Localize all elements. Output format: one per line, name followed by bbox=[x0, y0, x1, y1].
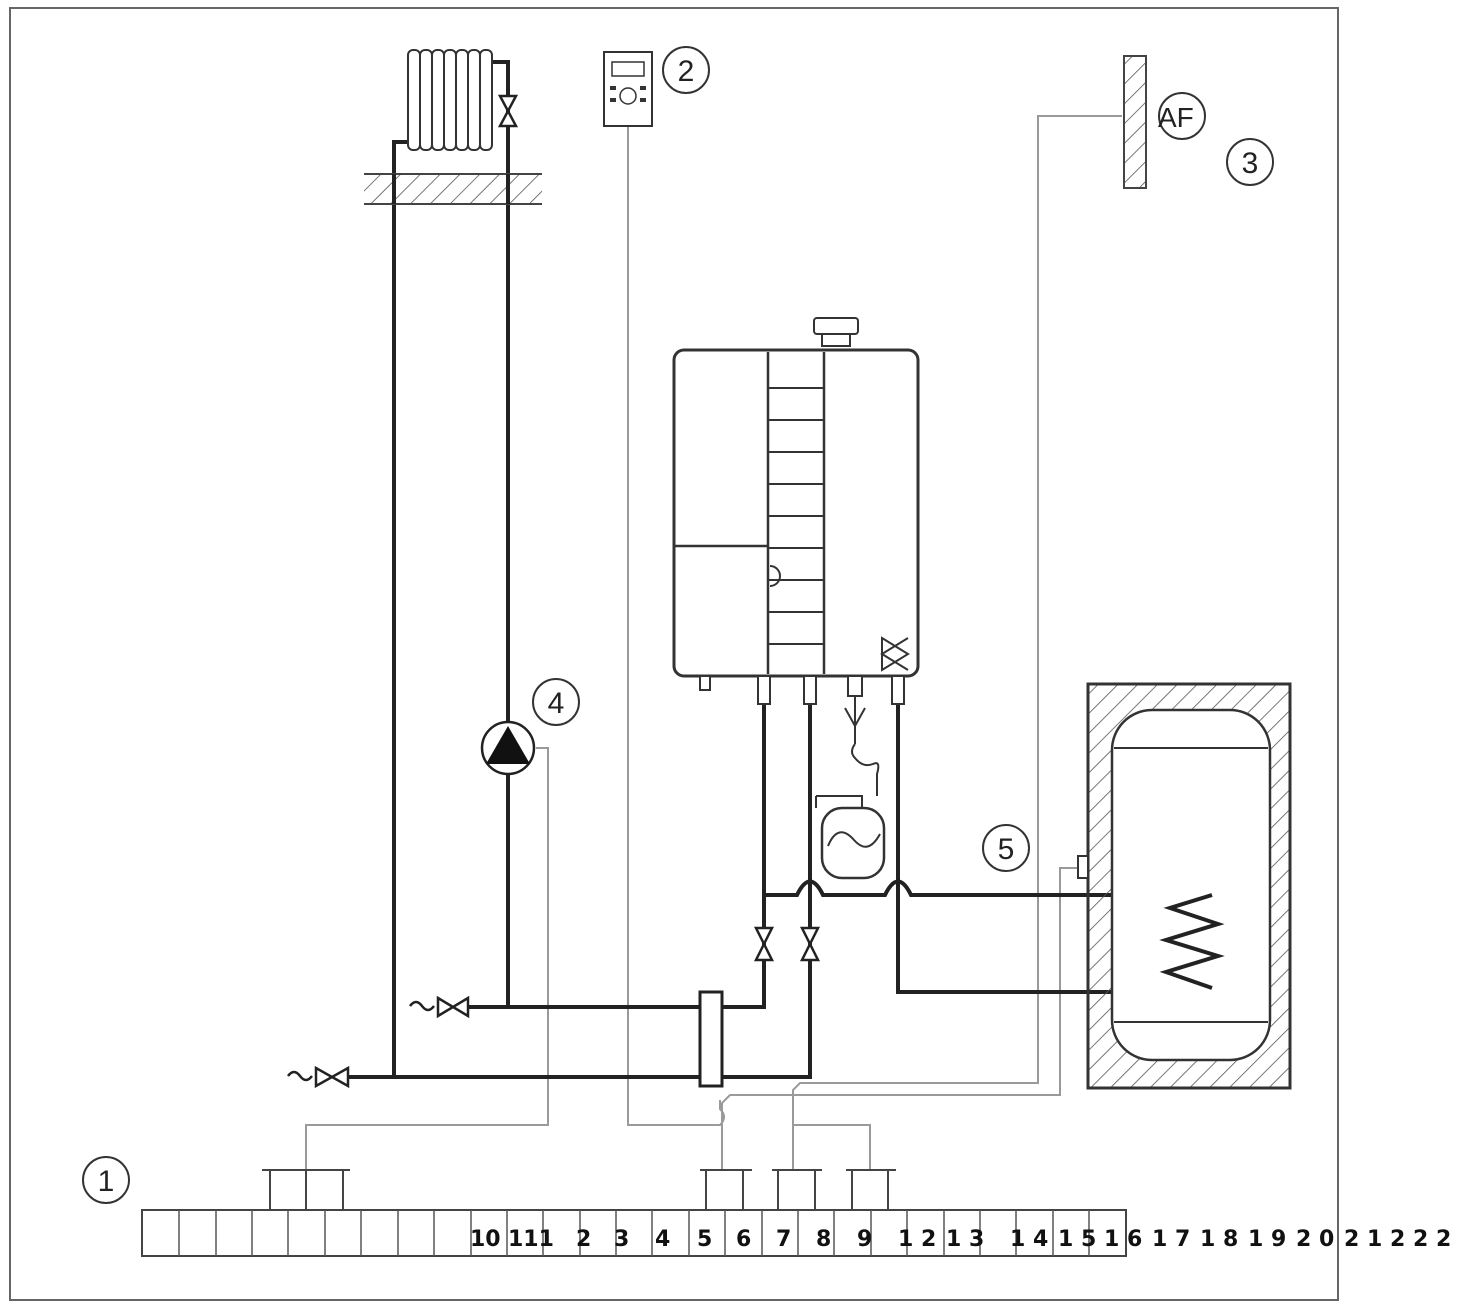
terminal-label: 10 bbox=[470, 1227, 501, 1252]
terminal-label: 2 2 bbox=[1390, 1227, 1428, 1252]
fill-valve-upper bbox=[436, 995, 470, 1019]
terminal-label: 1 2 bbox=[898, 1227, 936, 1252]
radiator-valve bbox=[497, 94, 519, 128]
floor-slab bbox=[364, 173, 542, 205]
terminal-label: 2 bbox=[576, 1227, 591, 1252]
wall-boiler bbox=[672, 317, 920, 796]
outdoor-sensor-label: AF bbox=[1158, 102, 1194, 133]
terminal-label: 4 bbox=[655, 1227, 670, 1252]
signal-wires bbox=[305, 115, 1122, 1170]
terminal-label: 2 1 bbox=[1344, 1227, 1382, 1252]
terminal-block: 10 111 2 3 4 5 6 7 8 9 1 2 1 3 1 4 1 5 1… bbox=[141, 1169, 1451, 1257]
tank-coil bbox=[1159, 893, 1225, 990]
outdoor-sensor-wire bbox=[792, 115, 1122, 1170]
svg-text:5: 5 bbox=[998, 833, 1015, 866]
terminal-label: 3 bbox=[614, 1227, 629, 1252]
tank-sensor bbox=[1077, 855, 1089, 879]
tank-sensor-wire bbox=[721, 867, 1085, 1170]
return-riser bbox=[392, 140, 408, 1077]
return-valve bbox=[799, 926, 821, 962]
callout-1: 1 bbox=[82, 1156, 130, 1204]
terminal-label: 2 bbox=[1436, 1227, 1451, 1252]
terminal-9-wire bbox=[793, 1124, 871, 1170]
pump-wire bbox=[305, 747, 549, 1170]
svg-text:2: 2 bbox=[678, 55, 695, 88]
svg-text:1: 1 bbox=[98, 1165, 115, 1198]
valves bbox=[314, 94, 821, 1089]
terminal-label: 7 bbox=[776, 1227, 791, 1252]
terminal-label: 2 0 bbox=[1296, 1227, 1334, 1252]
terminal-label: 1 7 bbox=[1152, 1227, 1190, 1252]
outdoor-sensor: AF bbox=[1158, 92, 1206, 140]
terminal-label: 5 bbox=[697, 1227, 712, 1252]
terminal-label: 1 6 bbox=[1104, 1227, 1142, 1252]
terminal-label: 9 bbox=[857, 1227, 872, 1252]
flow-riser bbox=[492, 60, 510, 728]
terminal-label: 1 4 bbox=[1010, 1227, 1048, 1252]
hot-water-tank bbox=[1077, 682, 1292, 1090]
flow-valve bbox=[753, 926, 775, 962]
terminal-label: 1 3 bbox=[946, 1227, 984, 1252]
room-controller bbox=[603, 51, 653, 127]
svg-text:4: 4 bbox=[548, 687, 565, 720]
callout-4: 4 bbox=[532, 678, 580, 726]
terminal-label: 1 9 bbox=[1248, 1227, 1286, 1252]
callout-3: 3 bbox=[1226, 138, 1274, 186]
terminal-label: 111 bbox=[508, 1227, 554, 1252]
controller-wire bbox=[627, 126, 725, 1126]
outdoor-wall bbox=[1123, 55, 1147, 189]
terminal-label: 6 bbox=[736, 1227, 751, 1252]
drain-valve-lower bbox=[314, 1065, 350, 1089]
circulation-pump bbox=[480, 720, 536, 776]
svg-text:3: 3 bbox=[1242, 147, 1259, 180]
hydraulic-separator bbox=[698, 990, 724, 1088]
callout-5: 5 bbox=[982, 824, 1030, 872]
callout-2: 2 bbox=[662, 46, 710, 94]
terminal-label: 1 5 bbox=[1058, 1227, 1096, 1252]
terminal-label: 8 bbox=[816, 1227, 831, 1252]
terminal-label: 1 8 bbox=[1200, 1227, 1238, 1252]
diagram-frame bbox=[9, 7, 1339, 1301]
expansion-vessel bbox=[815, 795, 886, 880]
radiator bbox=[407, 49, 493, 151]
heating-pipes bbox=[348, 60, 1212, 1079]
